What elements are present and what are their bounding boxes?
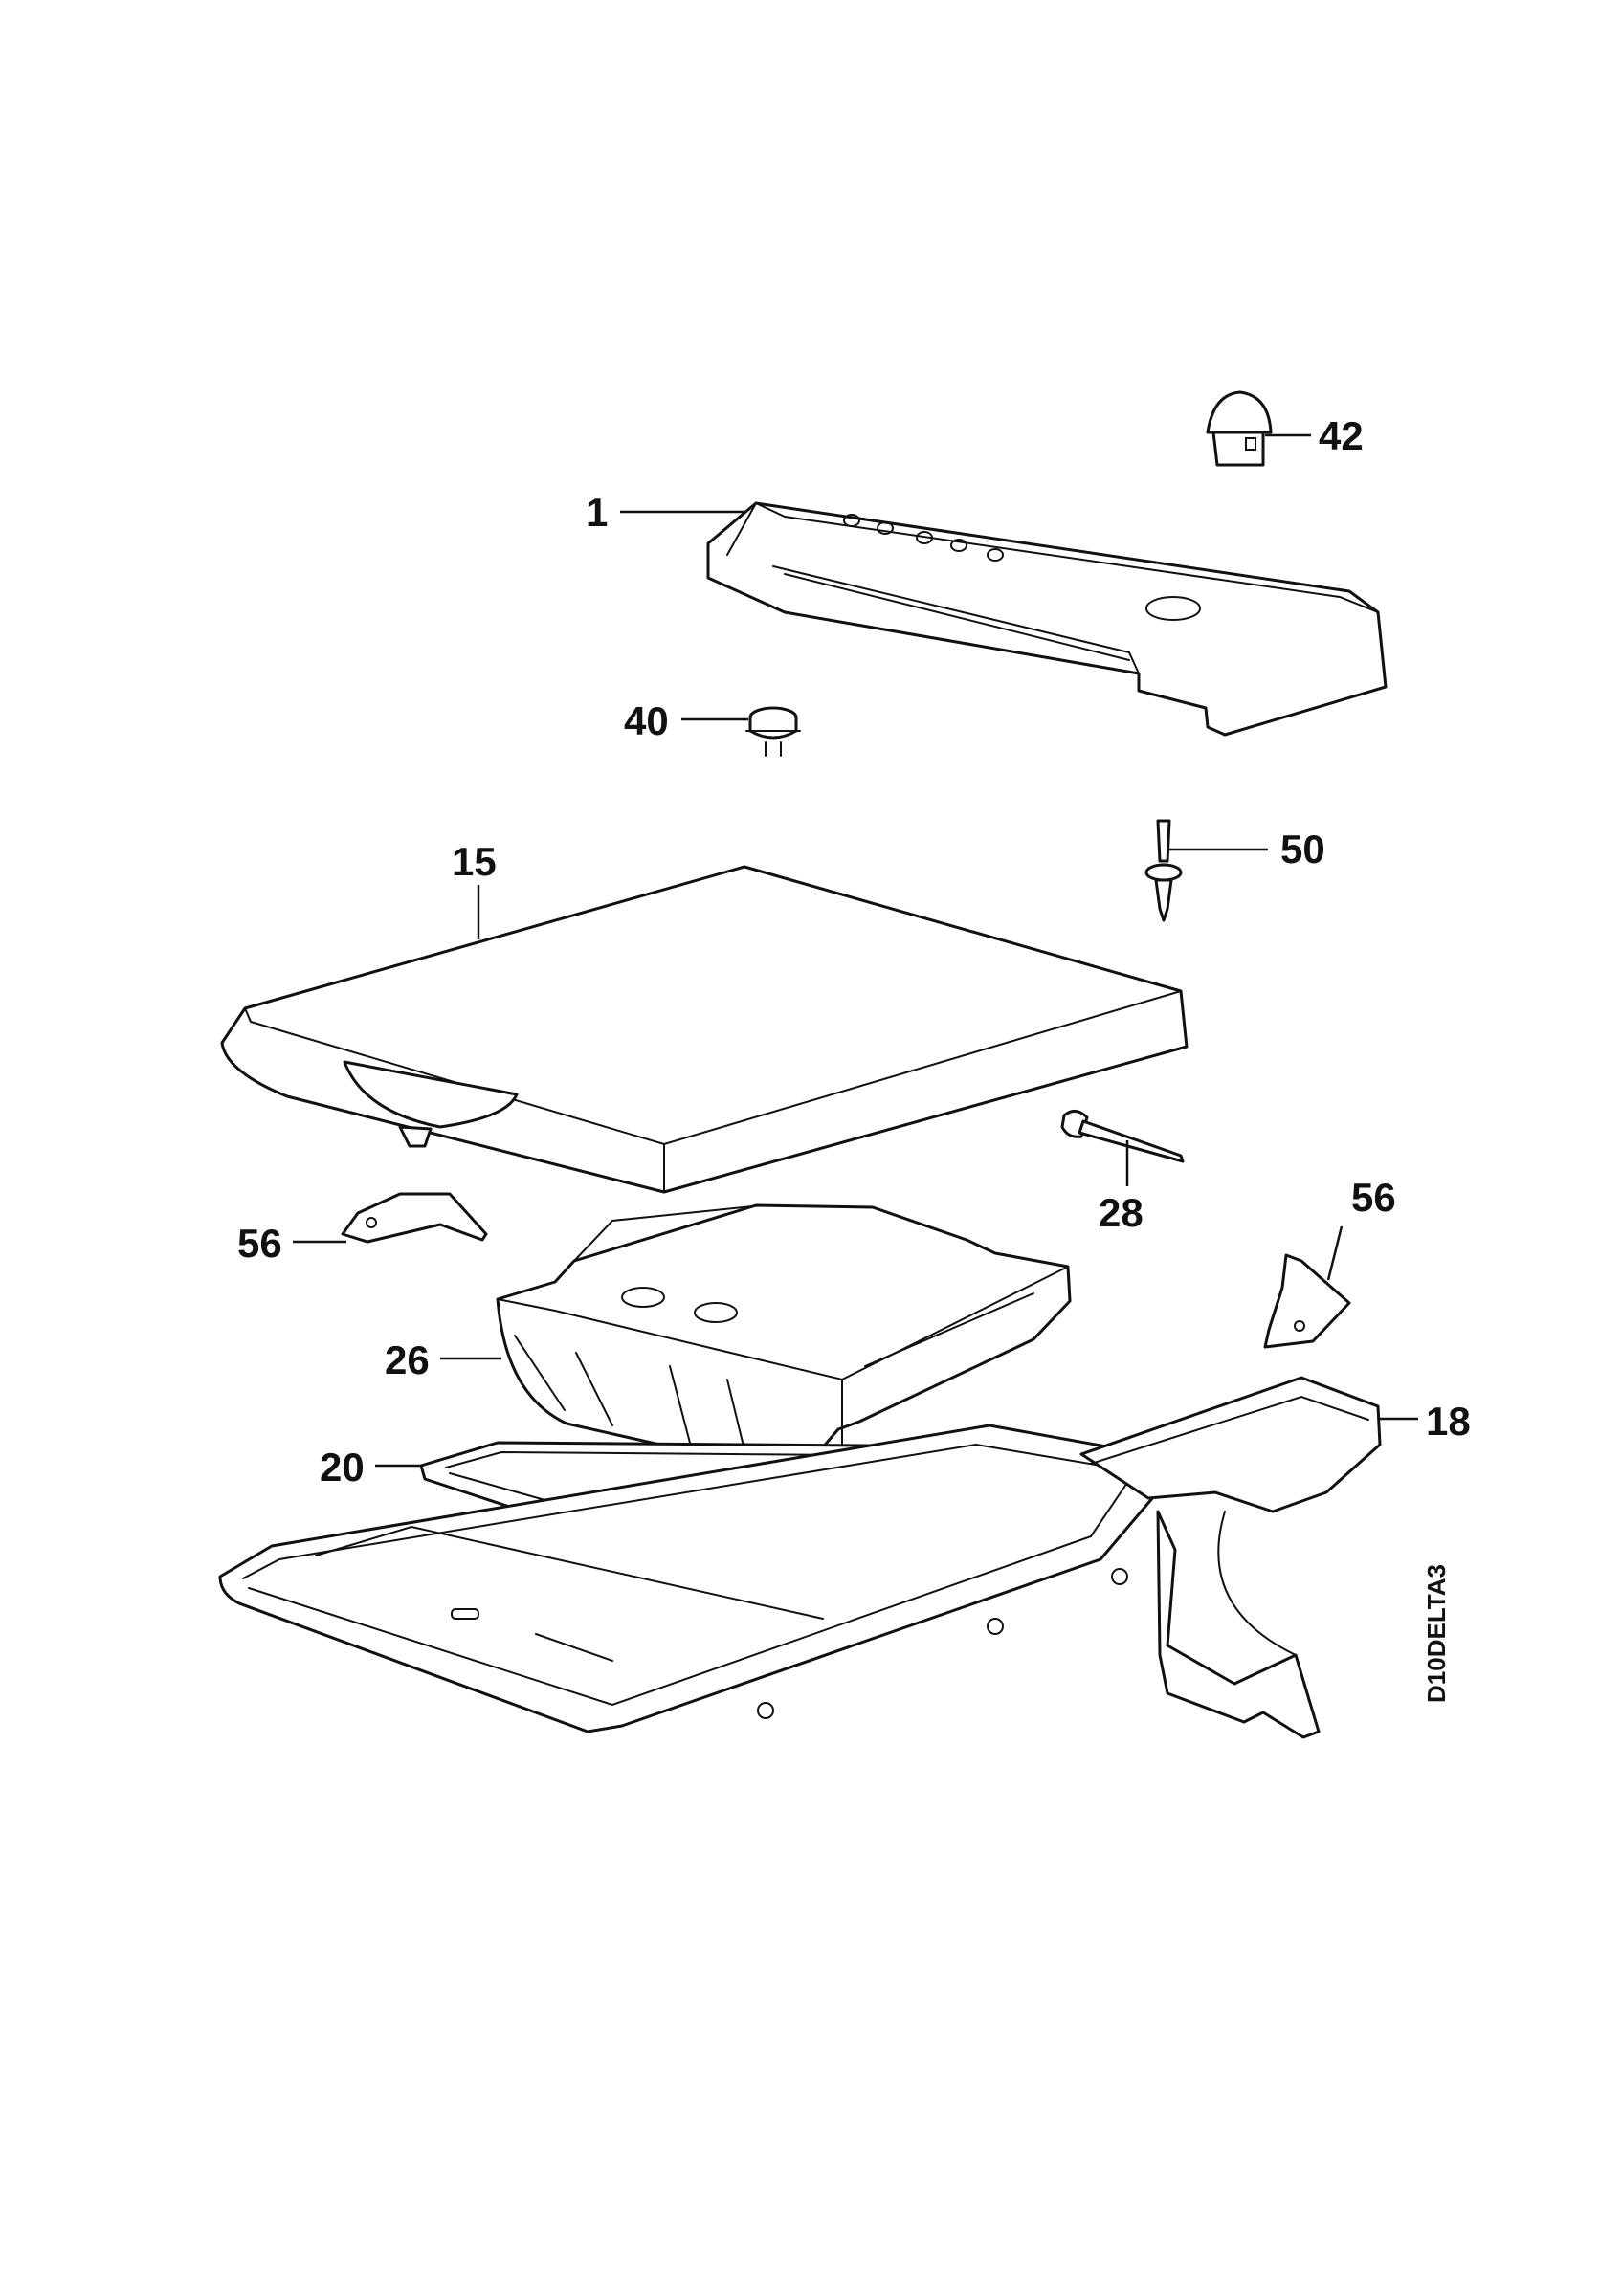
part-50-pin <box>1144 819 1183 922</box>
leader-56-right <box>1326 1225 1344 1281</box>
part-42-knob <box>1206 390 1273 467</box>
callout-50: 50 <box>1280 827 1325 872</box>
callout-40: 40 <box>624 698 669 743</box>
callout-56-left: 56 <box>237 1221 282 1266</box>
callout-26: 26 <box>385 1337 430 1382</box>
callout-18: 18 <box>1426 1399 1471 1444</box>
part-18-top-frame <box>218 1376 1382 1739</box>
drawing-code: D10DELTA3 <box>1422 1564 1451 1703</box>
callout-42: 42 <box>1319 413 1364 458</box>
part-28-hinge-pin <box>1060 1110 1185 1163</box>
callout-20: 20 <box>320 1445 365 1490</box>
part-15-lid <box>220 865 1189 1194</box>
callout-15: 15 <box>452 839 497 884</box>
callout-56-right: 56 <box>1351 1175 1396 1220</box>
part-56-bracket-left <box>341 1192 488 1244</box>
callout-1: 1 <box>586 490 608 535</box>
part-1-control-panel <box>706 501 1388 737</box>
part-40-button <box>745 706 801 757</box>
callout-28: 28 <box>1099 1190 1144 1235</box>
part-56-bracket-right <box>1263 1253 1351 1349</box>
